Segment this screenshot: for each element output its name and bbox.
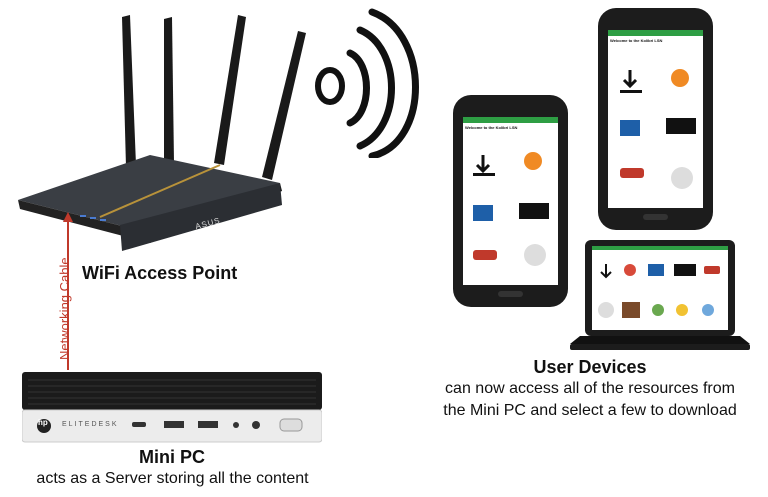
cable-label: Networking Cable — [57, 257, 72, 360]
wifi-router: ASUS — [10, 5, 310, 255]
phone1-header: Welcome to the Kolibri LSN — [465, 125, 518, 130]
minipc-description: acts as a Server storing all the content — [36, 470, 309, 487]
devices-description-line2: the Mini PC and select a few to download — [443, 402, 737, 419]
laptop — [570, 240, 750, 352]
smartphone-small: Welcome to the Kolibri LSN — [453, 95, 568, 307]
devices-description-line1: can now access all of the resources from — [445, 380, 735, 397]
networking-cable — [60, 212, 80, 372]
minipc-title: Mini PC — [139, 447, 205, 467]
minipc-model: ELITEDESK — [62, 421, 119, 428]
minipc-brand: hp — [38, 418, 48, 427]
devices-title: User Devices — [533, 357, 647, 377]
mini-pc: hp ELITEDESK — [22, 372, 322, 444]
smartphone-large: Welcome to the Kolibri LSN — [598, 8, 713, 230]
router-label: WiFi Access Point — [82, 263, 238, 283]
wifi-signal-icon — [310, 8, 440, 158]
phone2-header: Welcome to the Kolibri LSN — [610, 38, 663, 43]
